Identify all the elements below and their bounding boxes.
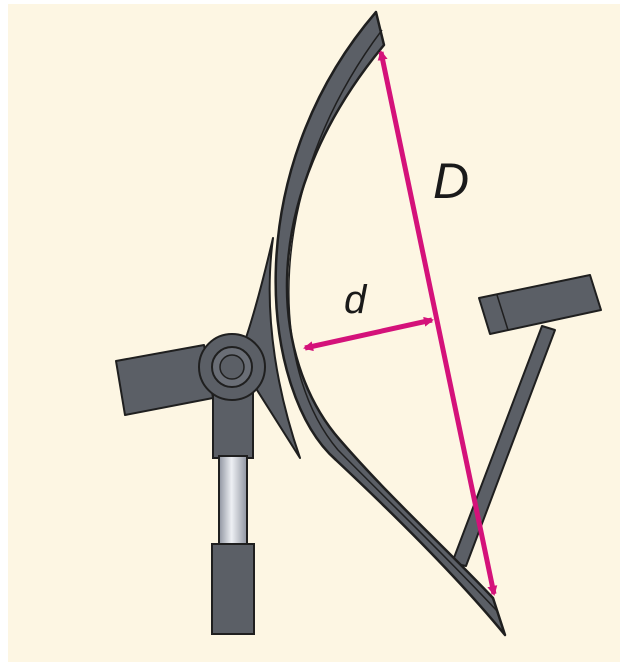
pivot-knob-center [219, 354, 245, 380]
dish-bracket [237, 237, 301, 459]
diameter-label: D [433, 153, 469, 209]
depth-arrow [303, 316, 434, 352]
mount-sleeve [211, 543, 255, 635]
diameter-arrow [377, 50, 498, 596]
depth-label: d [344, 278, 368, 322]
diagram-background [8, 4, 620, 662]
feed-horn-seam [496, 294, 509, 331]
mount-pipe [218, 455, 248, 547]
